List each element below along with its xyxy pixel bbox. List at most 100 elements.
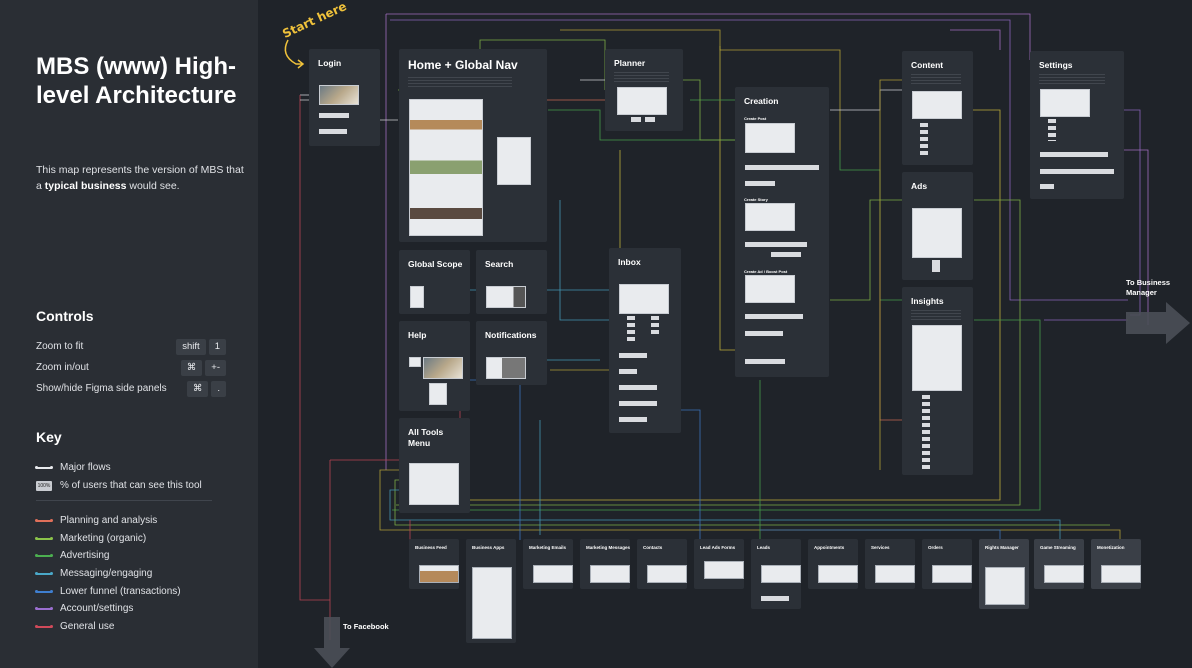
tool-thumbnail: [647, 565, 687, 583]
card-title: Content: [911, 60, 943, 71]
planner-step: [645, 117, 655, 122]
tool-thumbnail: [533, 565, 573, 583]
home-card[interactable]: Home + Global Nav: [399, 49, 547, 242]
bottom-tool-card[interactable]: Leads: [751, 539, 801, 609]
creation-subtitle: Create Story: [744, 197, 768, 202]
tool-thumbnail: [1044, 565, 1084, 583]
tool-title: Business Apps: [472, 545, 504, 550]
creation-step-row: [745, 242, 807, 247]
tool-title: Monetization: [1097, 545, 1125, 550]
card-title: Planner: [614, 58, 645, 69]
tool-thumbnail: [818, 565, 858, 583]
creation-step-row: [745, 181, 775, 186]
creation-subtitle: Create Post: [744, 116, 766, 121]
search-thumbnail: [486, 286, 526, 308]
help-icon-thumbnail: [409, 357, 421, 367]
insights-thumbnail: [912, 325, 962, 391]
settings-steps: [1048, 119, 1056, 141]
login-step: [319, 113, 349, 118]
tool-title: Game Streaming: [1040, 545, 1076, 550]
tool-title: Marketing Messages: [586, 545, 630, 550]
inbox-steps: [627, 316, 635, 344]
tool-thumbnail: [875, 565, 915, 583]
login-card[interactable]: Login: [309, 49, 380, 146]
tool-title: Rights Manager: [985, 545, 1019, 550]
bottom-tool-card[interactable]: Services: [865, 539, 915, 589]
card-description: [911, 310, 961, 320]
home-menu-thumbnail: [497, 137, 531, 185]
tool-thumbnail: [472, 567, 512, 639]
create-ad-thumbnail: [745, 275, 795, 303]
all-tools-thumbnail: [409, 463, 459, 505]
card-title: Insights: [911, 296, 944, 307]
tool-thumbnail: [419, 565, 459, 583]
card-description: [614, 72, 669, 82]
ads-thumbnail: [912, 208, 962, 258]
tool-thumbnail: [1101, 565, 1141, 583]
bottom-tool-card[interactable]: Game Streaming: [1034, 539, 1084, 589]
settings-step-row: [1040, 184, 1054, 189]
tool-title: Orders: [928, 545, 943, 550]
help-card[interactable]: Help: [399, 321, 470, 411]
help-thumbnail: [423, 357, 463, 379]
insights-card[interactable]: Insights: [902, 287, 973, 475]
card-description: [1039, 74, 1105, 84]
bottom-tool-card[interactable]: Marketing Emails: [523, 539, 573, 589]
tool-thumbnail: [932, 565, 972, 583]
card-title: Settings: [1039, 60, 1073, 71]
creation-subtitle: Create Ad / Boost Post: [744, 269, 787, 274]
login-screen-thumbnail: [319, 85, 359, 105]
creation-card[interactable]: Creation Create Post Create Story Create…: [735, 87, 829, 377]
card-title: Ads: [911, 181, 927, 192]
create-post-thumbnail: [745, 123, 795, 153]
login-step: [319, 129, 347, 134]
tool-thumbnail: [590, 565, 630, 583]
bottom-tool-card[interactable]: Business Apps: [466, 539, 516, 643]
tool-title: Contacts: [643, 545, 662, 550]
tool-thumbnail: [704, 561, 744, 579]
tool-title: Appointments: [814, 545, 844, 550]
bottom-tool-card[interactable]: Marketing Messages: [580, 539, 630, 589]
card-title: Home + Global Nav: [408, 60, 518, 71]
global-scope-card[interactable]: Global Scope: [399, 250, 470, 314]
bottom-tool-card[interactable]: Contacts: [637, 539, 687, 589]
card-title: Help: [408, 330, 426, 341]
card-title: Notifications: [485, 330, 536, 341]
bottom-tool-card[interactable]: Rights Manager: [979, 539, 1029, 609]
ads-card[interactable]: Ads: [902, 172, 973, 280]
settings-card[interactable]: Settings: [1030, 51, 1124, 199]
creation-step-row: [771, 252, 801, 257]
tool-title: Leads: [757, 545, 770, 550]
card-title: All Tools Menu: [408, 427, 458, 449]
inbox-step-row: [619, 385, 657, 390]
global-scope-thumbnail: [410, 286, 424, 308]
bottom-tool-card[interactable]: Orders: [922, 539, 972, 589]
inbox-card[interactable]: Inbox: [609, 248, 681, 433]
creation-step-row: [745, 314, 803, 319]
content-card[interactable]: Content: [902, 51, 973, 165]
inbox-steps: [651, 316, 659, 336]
card-title: Login: [318, 58, 341, 69]
notifications-card[interactable]: Notifications: [476, 321, 547, 385]
inbox-step-row: [619, 353, 647, 358]
planner-card[interactable]: Planner: [605, 49, 683, 131]
insights-steps: [922, 395, 930, 471]
bottom-tool-card[interactable]: Monetization: [1091, 539, 1141, 589]
inbox-step-row: [619, 369, 637, 374]
inbox-step-row: [619, 401, 657, 406]
planner-step: [631, 117, 641, 122]
card-description: [911, 74, 961, 84]
search-card[interactable]: Search: [476, 250, 547, 314]
card-description: [408, 77, 512, 87]
bottom-tool-card[interactable]: Lead Ads Forms: [694, 539, 744, 589]
tool-title: Business Feed: [415, 545, 447, 550]
inbox-thumbnail: [619, 284, 669, 314]
creation-step-row: [745, 331, 783, 336]
bottom-tool-card[interactable]: Business Feed: [409, 539, 459, 589]
help-sub-thumbnail: [429, 383, 447, 405]
business-manager-arrow-icon: [1126, 302, 1190, 344]
create-story-thumbnail: [745, 203, 795, 231]
bottom-tool-card[interactable]: Appointments: [808, 539, 858, 589]
all-tools-menu-card[interactable]: All Tools Menu: [399, 418, 470, 513]
planner-thumbnail: [617, 87, 667, 115]
